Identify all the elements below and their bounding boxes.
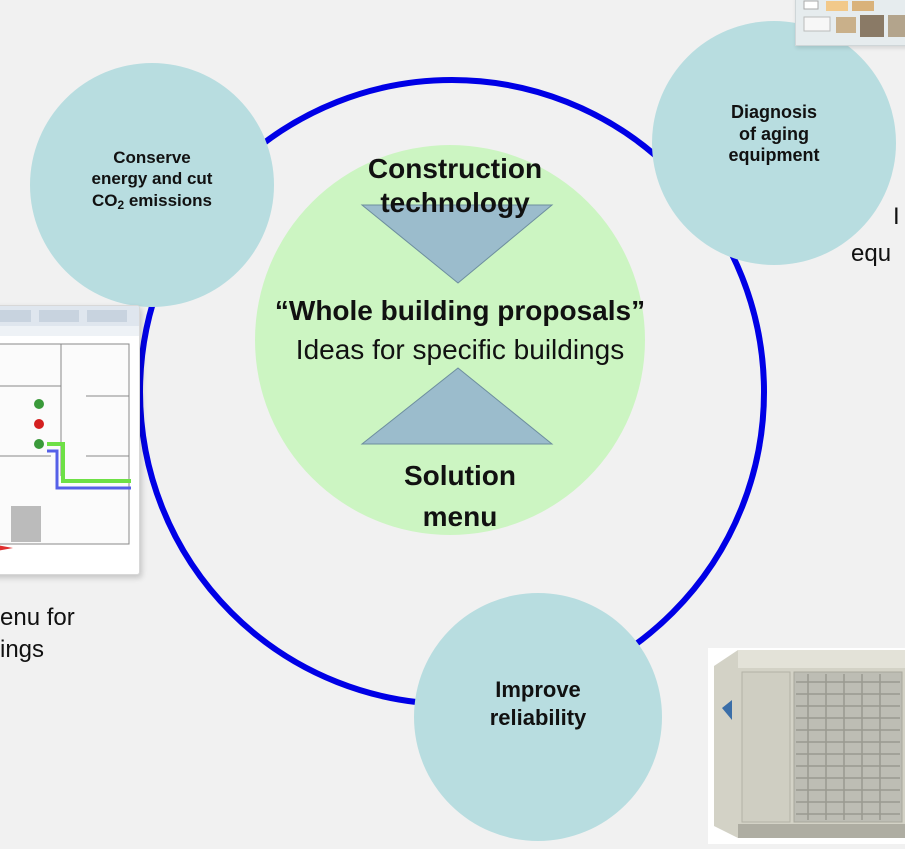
construction-label-line2: technology bbox=[380, 186, 530, 218]
center-disc bbox=[255, 145, 645, 535]
construction-technology-label: Construction technology bbox=[330, 152, 580, 219]
building-monitor-screenshot bbox=[0, 305, 140, 575]
co2-suffix: emissions bbox=[124, 190, 212, 210]
node-energy-label: Conserve energy and cut CO2 emissions bbox=[32, 147, 272, 212]
node-aging-label: Diagnosis of aging equipment bbox=[664, 102, 884, 167]
construction-label-line1: Construction bbox=[367, 153, 543, 184]
outdoor-unit-image bbox=[708, 648, 905, 844]
node-energy-circle bbox=[30, 63, 274, 307]
node-energy-line1: Conserve bbox=[113, 148, 191, 167]
solution-menu-label: Solution menu bbox=[360, 456, 560, 537]
node-aging-circle bbox=[652, 21, 896, 265]
node-reliability-circle bbox=[414, 593, 662, 841]
node-aging-line2: of aging bbox=[739, 123, 809, 144]
node-aging-line3: equipment bbox=[728, 145, 820, 166]
center-subtitle: Ideas for specific buildings bbox=[295, 334, 625, 365]
left-caption-line2: ings bbox=[0, 636, 45, 663]
diagnosis-screenshot bbox=[795, 0, 905, 46]
co2-prefix: CO bbox=[92, 190, 118, 210]
node-energy-line3: CO2 emissions bbox=[32, 190, 272, 213]
right-caption-line: equ bbox=[851, 240, 892, 267]
diagnosis-thumbnail-image bbox=[803, 0, 905, 37]
down-arrow-icon bbox=[360, 204, 554, 284]
floor-plan-image bbox=[0, 306, 139, 551]
up-arrow-icon bbox=[360, 367, 554, 445]
node-reliability-label: Improve reliability bbox=[428, 676, 648, 731]
right-caption-char: I bbox=[893, 203, 900, 230]
node-aging-line1: Diagnosis bbox=[730, 102, 818, 122]
solution-label-line2: menu bbox=[422, 500, 498, 532]
node-reliability-line2: reliability bbox=[489, 704, 587, 730]
co2-subscript: 2 bbox=[117, 197, 125, 212]
solution-label-line1: Solution bbox=[404, 460, 516, 491]
left-caption-line1: enu for bbox=[0, 604, 75, 631]
node-reliability-line1: Improve bbox=[495, 677, 581, 702]
brand-logo-icon bbox=[722, 700, 732, 720]
center-title: “Whole building proposals” bbox=[274, 295, 646, 326]
node-energy-line2: energy and cut bbox=[91, 169, 213, 189]
